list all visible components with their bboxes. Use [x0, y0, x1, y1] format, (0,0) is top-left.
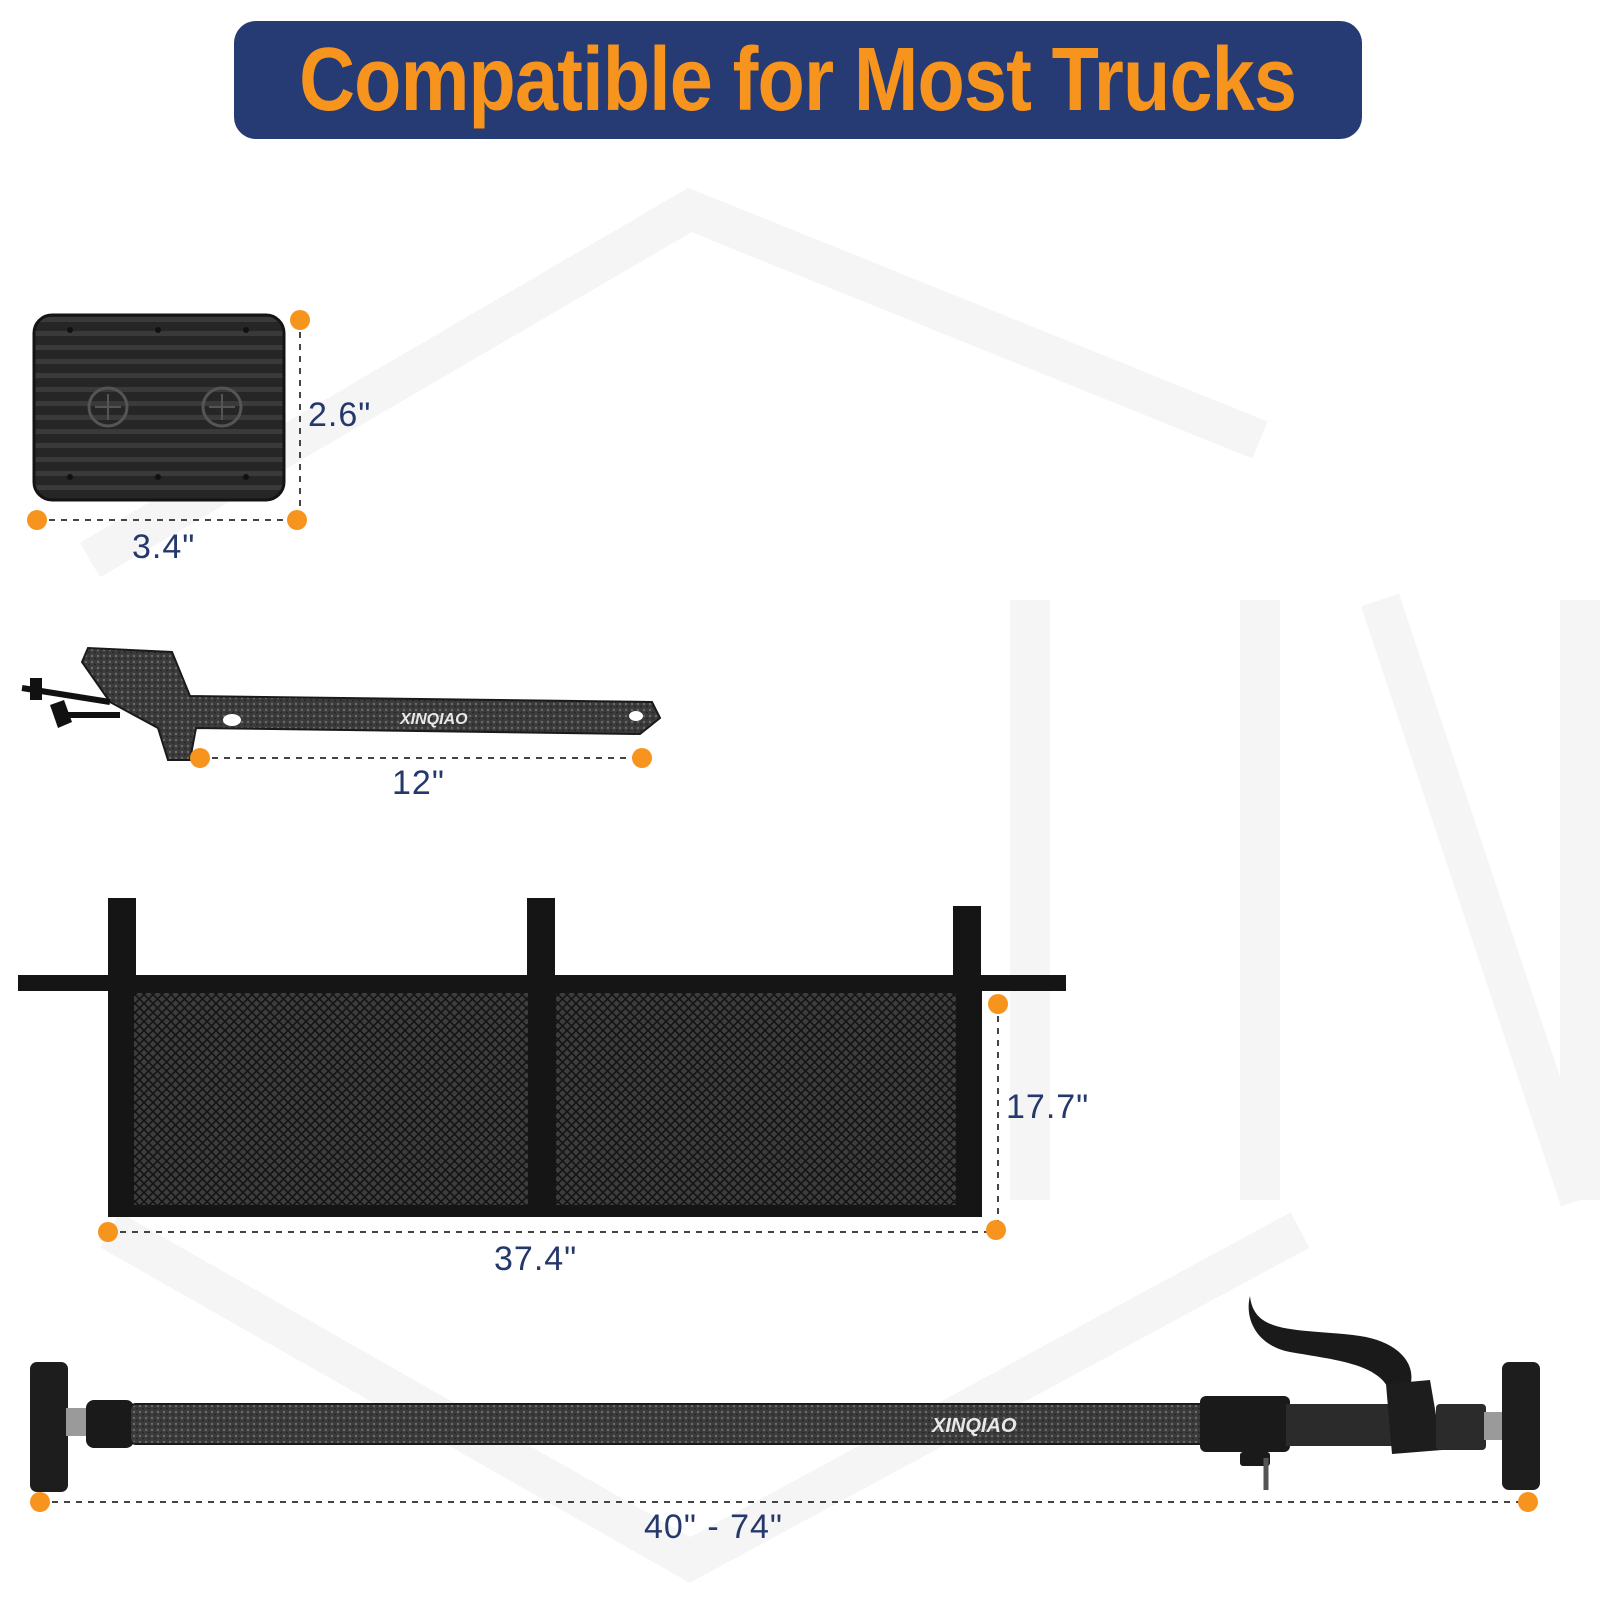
page-title: Compatible for Most Trucks: [299, 30, 1298, 130]
bar-dimension-lines: [30, 1492, 1538, 1512]
bar-logo: XINQIAO: [931, 1415, 1017, 1437]
cargo-net: [18, 898, 1066, 1217]
pad-width-label: 3.4": [132, 528, 196, 566]
net-height-label: 17.7": [1006, 1088, 1090, 1126]
bracket-logo: XINQIAO: [399, 711, 468, 728]
bar-length-label: 40" - 74": [644, 1508, 783, 1546]
bracket-length-label: 12": [392, 764, 445, 802]
net-width-label: 37.4": [494, 1240, 578, 1278]
pad-dimension-lines: [27, 310, 310, 530]
cargo-bar: XINQIAO: [30, 1296, 1540, 1492]
pad-height-label: 2.6": [308, 396, 372, 434]
title-banner: Compatible for Most Trucks: [234, 21, 1362, 139]
net-dimension-lines: [98, 994, 1008, 1242]
rubber-pad: [32, 313, 286, 502]
bracket-dimension-lines: [190, 748, 652, 768]
mounting-bracket: XINQIAO: [21, 646, 662, 761]
background-watermark: [79, 187, 1600, 1583]
